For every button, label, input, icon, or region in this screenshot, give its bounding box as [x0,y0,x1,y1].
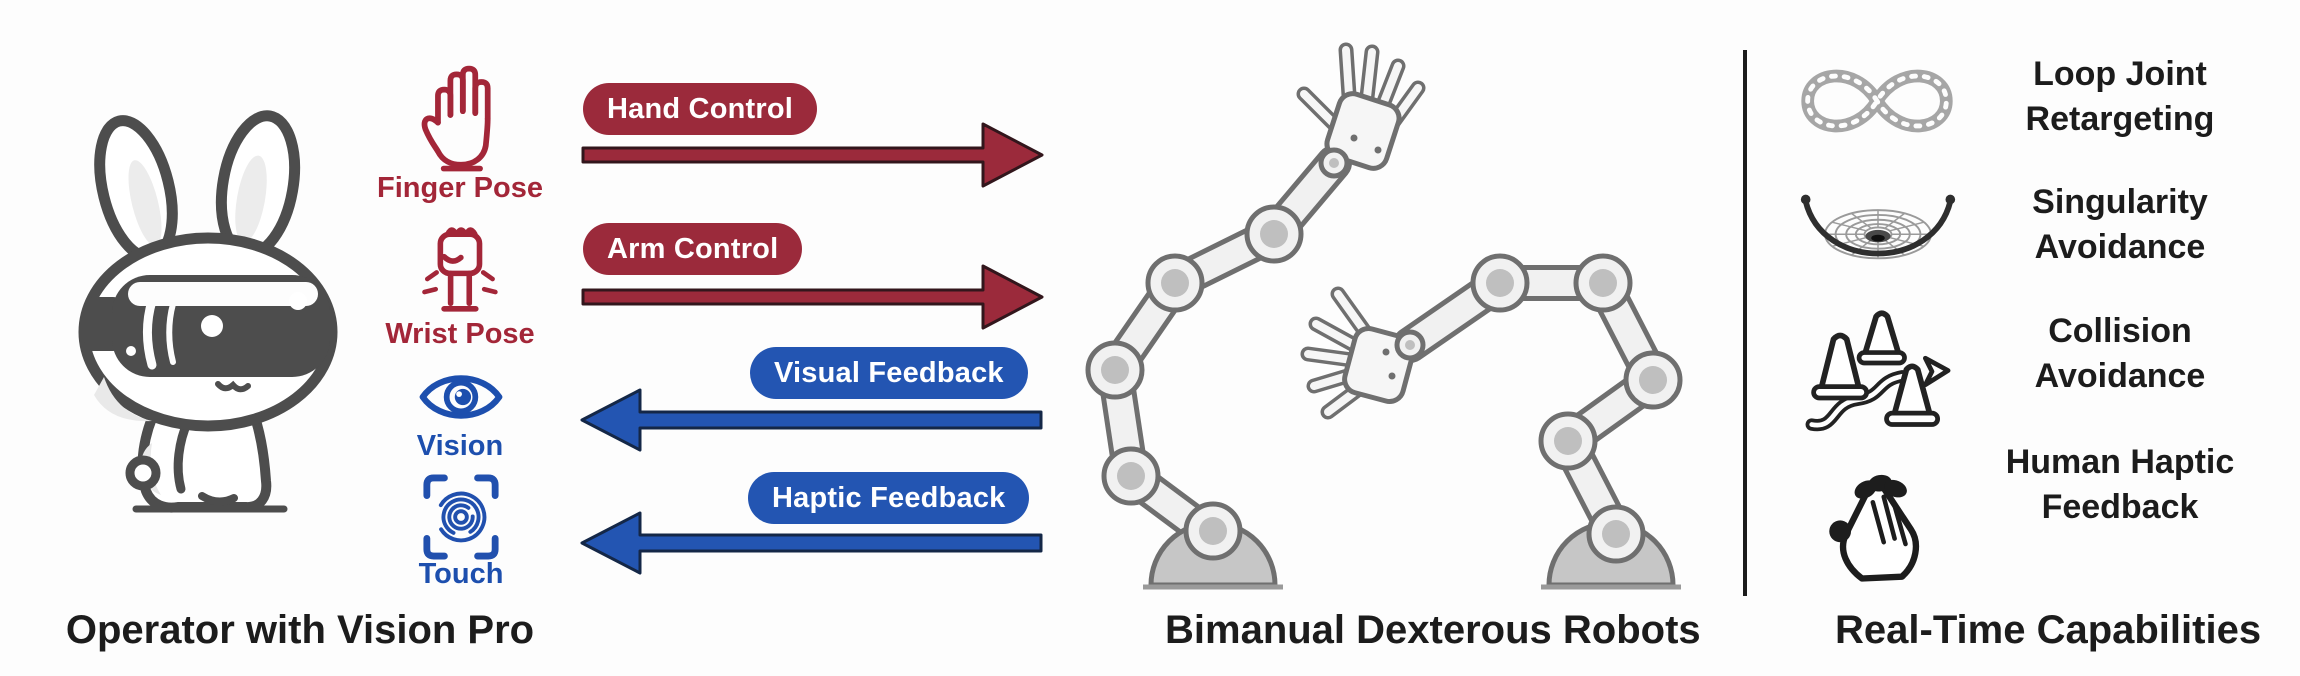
hand-control-arrow-right [581,122,1044,188]
capability-line: Human Haptic [2005,443,2235,481]
bunny-foot [198,492,238,506]
fingerprint-icon [423,474,499,560]
arm-control-arrow-right [581,264,1044,330]
section-divider [1743,50,1747,596]
haptic-hand-icon [1829,474,1920,582]
vision-pro-headset [84,275,330,377]
operator-label: Operator with Vision Pro [65,608,535,652]
signal-label-vision: Vision [416,430,504,462]
visual-feedback-pill: Visual Feedback [750,347,1028,399]
operator-bunny-illustration [78,110,338,513]
eye-icon [419,375,503,419]
visual-feedback-arrow-left [580,388,1043,452]
signal-label-finger-pose: Finger Pose [377,172,543,204]
capability-item-human-haptic: Human Haptic Feedback [1960,440,2280,530]
capability-line: Singularity [2032,183,2208,221]
fist-icon [422,227,498,312]
robot-joints [1085,147,1683,564]
path-arrowhead [1922,355,1951,388]
capability-line: Loop Joint [2033,55,2207,93]
capability-line: Collision [2048,312,2192,350]
capability-item-loop-joint: Loop Joint Retargeting [1960,52,2280,142]
capability-line: Retargeting [2025,100,2215,138]
haptic-feedback-pill: Haptic Feedback [748,472,1030,524]
traffic-cones-path-icon [1805,310,1951,432]
capability-line: Avoidance [2034,357,2206,395]
signal-label-wrist-pose: Wrist Pose [385,318,535,350]
bunny-mouth [215,380,251,393]
chain-infinity-icon [1801,69,1953,133]
haptic-feedback-arrow-left [580,511,1043,575]
capability-line: Avoidance [2034,228,2206,266]
signal-label-touch: Touch [418,558,504,590]
capabilities-label: Real-Time Capabilities [1835,608,2262,652]
bimanual-robots-illustration [1085,42,1683,590]
open-hand-icon [421,65,491,172]
bunny-ears [94,110,301,263]
arm-control-pill: Arm Control [583,223,803,275]
singularity-funnel-icon [1800,194,1956,260]
bunny-tail [125,455,161,491]
hand-control-pill: Hand Control [583,83,818,135]
capability-item-singularity: Singularity Avoidance [1960,180,2280,270]
right-robot-hand [1300,286,1416,420]
left-robot-hand [1296,42,1426,171]
robots-label: Bimanual Dexterous Robots [1165,608,1701,652]
capability-line: Feedback [2041,488,2199,526]
capability-item-collision: Collision Avoidance [1960,309,2280,399]
